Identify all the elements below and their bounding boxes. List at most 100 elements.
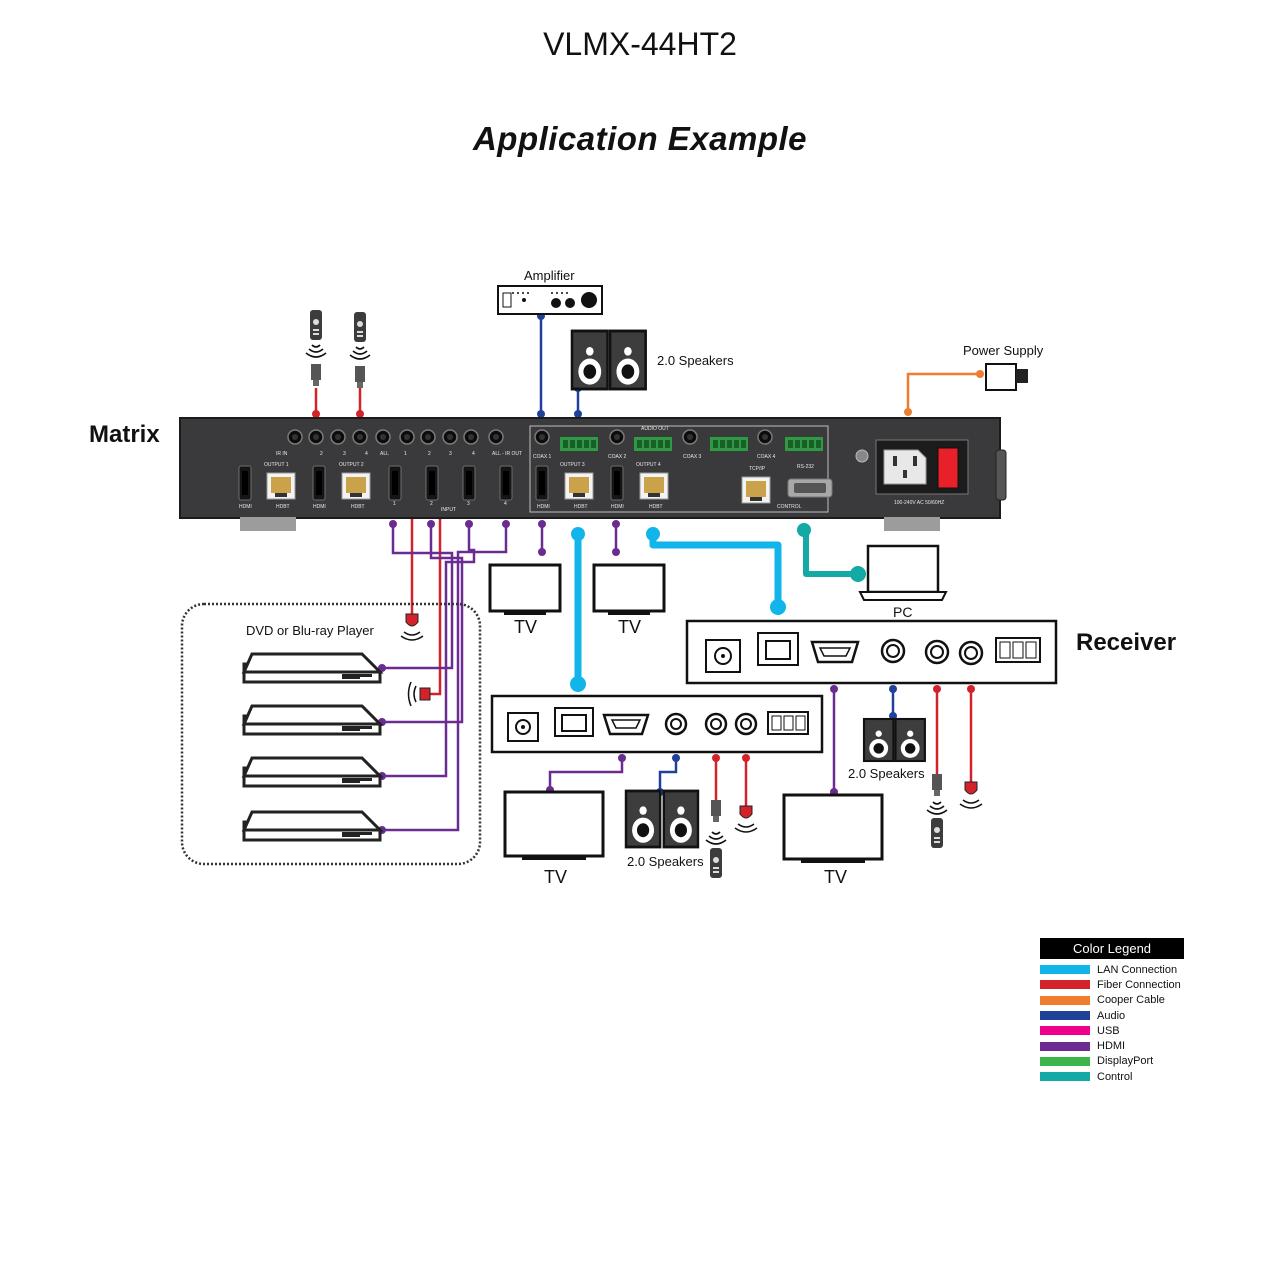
svg-text:OUTPUT 3: OUTPUT 3 [560,462,585,468]
tv-label-2: TV [618,617,642,637]
pc-label: PC [893,604,913,620]
svg-text:100-240V AC 50/60HZ: 100-240V AC 50/60HZ [894,500,944,506]
svg-text:HDBT: HDBT [351,504,365,510]
svg-text:3: 3 [467,501,470,507]
legend-item: HDMI [1040,1038,1184,1053]
amplifier [497,285,603,315]
legend-item: Cooper Cable [1040,993,1184,1008]
speakers-label-right: 2.0 Speakers [848,766,925,781]
svg-text:HDMI: HDMI [313,504,326,510]
player-group-label: DVD or Blu-ray Player [246,623,374,638]
power-cable [906,372,980,412]
matrix-label: Matrix [89,421,160,448]
svg-text:HDBT: HDBT [574,504,588,510]
svg-text:IR IN: IR IN [276,451,288,457]
legend-label: Fiber Connection [1097,978,1181,991]
svg-text:1: 1 [404,451,407,457]
ir-sensor-right [926,774,948,848]
speakers-label-top: 2.0 Speakers [657,353,734,368]
tv-label-lower: TV [544,867,568,887]
tv-output-1 [488,563,562,617]
legend-swatch [1040,995,1090,1005]
pc-laptop [858,544,948,601]
speakers-receiver-lower [624,789,700,849]
bluray-player-3 [242,756,382,788]
legend-swatch [1040,1041,1090,1051]
svg-text:TCP/IP: TCP/IP [749,466,766,472]
ir-emitter-right [959,781,983,809]
svg-text:OUTPUT 2: OUTPUT 2 [339,462,364,468]
svg-text:HDMI: HDMI [611,504,624,510]
model-title: VLMX-44HT2 [543,26,737,62]
tv-output-2 [592,563,666,617]
legend-item: Fiber Connection [1040,977,1184,992]
svg-text:COAX 4: COAX 4 [757,454,776,460]
svg-text:HDBT: HDBT [649,504,663,510]
page-title: Application Example [472,120,808,157]
svg-text:RS-232: RS-232 [797,464,814,470]
svg-text:OUTPUT 1: OUTPUT 1 [264,462,289,468]
tv-receiver-right [782,793,884,863]
svg-text:1: 1 [393,501,396,507]
ir-emitter-2 [407,681,431,707]
svg-text:HDBT: HDBT [276,504,290,510]
svg-text:2: 2 [320,451,323,457]
legend-label: LAN Connection [1097,963,1178,976]
svg-text:4: 4 [472,451,475,457]
receiver-right [685,619,1058,685]
power-supply-label: Power Supply [963,343,1044,358]
amplifier-label: Amplifier [524,268,575,283]
legend-swatch [1040,980,1090,990]
legend-item: Control [1040,1069,1184,1084]
legend-label: Control [1097,1070,1133,1083]
bluray-player-1 [242,652,382,684]
legend-label: USB [1097,1024,1120,1037]
bluray-player-2 [242,704,382,736]
legend-title: Color Legend [1040,938,1184,959]
bluray-player-4 [242,810,382,842]
matrix-panel-labels: IR IN 2 3 4 ALL 1 2 3 4 ALL - IR OUT OUT… [239,426,944,513]
svg-text:COAX 3: COAX 3 [683,454,702,460]
legend-swatch [1040,1056,1090,1066]
svg-text:HDMI: HDMI [239,504,252,510]
legend-item: DisplayPort [1040,1054,1184,1069]
tv-receiver-lower [503,790,605,860]
player-group-box [180,602,482,866]
ir-sensor-lower [705,800,727,878]
svg-text:3: 3 [449,451,452,457]
legend-swatch [1040,1072,1090,1082]
color-legend: Color Legend LAN Connection Fiber Connec… [1040,938,1184,1084]
receiver-label: Receiver [1076,629,1177,656]
legend-label: DisplayPort [1097,1055,1154,1068]
svg-text:INPUT: INPUT [441,507,456,513]
svg-text:COAX 1: COAX 1 [533,454,552,460]
speakers-receiver-right [862,717,926,763]
speakers-top [570,329,648,391]
ir-emitter-lower [734,805,758,833]
svg-text:4: 4 [504,501,507,507]
hdmi-input-wires [382,524,508,832]
svg-text:4: 4 [365,451,368,457]
tv-label-right: TV [824,867,848,887]
svg-text:2: 2 [430,501,433,507]
legend-item: USB [1040,1023,1184,1038]
legend-item: Audio [1040,1008,1184,1023]
speakers-label-lower: 2.0 Speakers [627,854,704,869]
legend-label: HDMI [1097,1040,1126,1053]
legend-label: Cooper Cable [1097,994,1165,1007]
legend-swatch [1040,1011,1090,1021]
svg-text:OUTPUT 4: OUTPUT 4 [636,462,661,468]
receiver-lower [490,694,824,754]
legend-swatch [1040,1026,1090,1036]
lan-wire-output4 [649,534,782,607]
tv-label-1: TV [514,617,538,637]
svg-text:AUDIO OUT: AUDIO OUT [641,426,669,432]
legend-swatch [1040,965,1090,975]
ir-emitter-1 [400,613,424,641]
svg-text:CONTROL: CONTROL [777,504,802,510]
svg-text:ALL: ALL [380,451,389,457]
matrix-device [179,417,1007,531]
svg-text:ALL - IR OUT: ALL - IR OUT [492,451,522,457]
control-wire-pc [802,527,858,577]
